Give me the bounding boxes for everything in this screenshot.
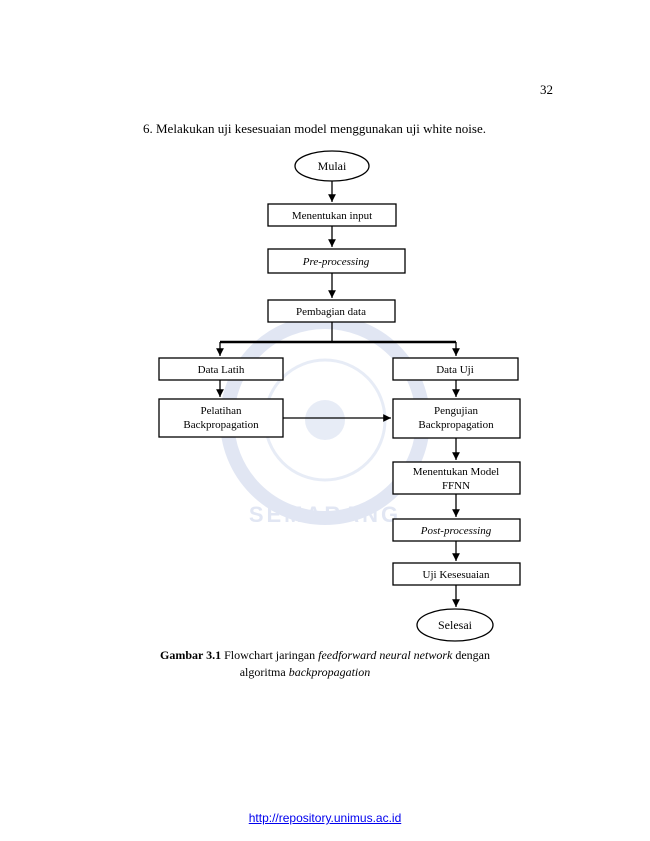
list-item-6: 6. Melakukan uji kesesuaian model menggu… — [143, 121, 486, 136]
model-label-2: FFNN — [442, 480, 470, 492]
caption-text-2: dengan — [452, 648, 490, 662]
model-box — [392, 461, 521, 495]
split-label: Pembagian data — [296, 306, 366, 318]
repository-link[interactable]: http://repository.unimus.ac.id — [248, 811, 402, 825]
caption-line-2: algoritma backpropagation — [0, 664, 650, 681]
page-number: 32 — [540, 82, 553, 97]
testing-label-2: Backpropagation — [418, 419, 494, 431]
end-label: Selesai — [438, 618, 473, 632]
test-data-label: Data Uji — [436, 364, 474, 376]
training-label-2: Backpropagation — [183, 419, 259, 431]
train-data-box — [158, 357, 284, 381]
testing-label-1: Pengujian — [434, 405, 478, 417]
postprocessing-label: Post-processing — [420, 525, 492, 537]
preprocessing-label: Pre-processing — [302, 256, 370, 268]
caption-text-3: algoritma — [239, 665, 289, 679]
caption-label: Gambar 3.1 — [160, 648, 222, 662]
model-label-1: Menentukan Model — [413, 466, 499, 478]
caption-italic-2: backpropagation — [288, 665, 371, 679]
figure-caption: Gambar 3.1 Flowchart jaringan feedforwar… — [0, 647, 650, 681]
training-label-1: Pelatihan — [201, 405, 242, 417]
preprocessing-box — [267, 248, 406, 274]
fit-test-label: Uji Kesesuaian — [423, 569, 490, 581]
testing-box — [392, 398, 521, 439]
end-node — [416, 608, 494, 642]
start-label: Mulai — [318, 159, 347, 173]
input-label: Menentukan input — [292, 210, 372, 222]
train-data-label: Data Latih — [198, 364, 245, 376]
watermark-text: SEMARANG — [249, 502, 401, 527]
caption-italic-1: feedforward neural network — [318, 648, 453, 662]
watermark-center — [305, 400, 345, 440]
caption-text-1: Flowchart jaringan — [221, 648, 319, 662]
footer: http://repository.unimus.ac.id — [0, 811, 650, 825]
